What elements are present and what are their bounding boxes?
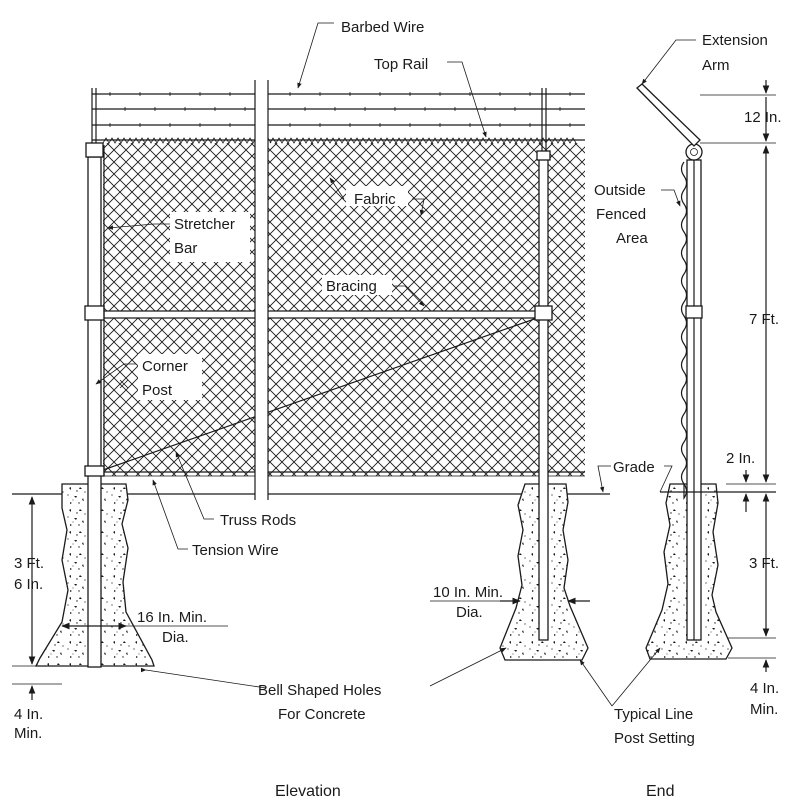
view-title-elevation: Elevation <box>275 783 341 800</box>
label-barbed-wire: Barbed Wire <box>341 19 424 36</box>
label-10in-line1: 10 In. Min. <box>433 584 503 601</box>
label-4in-left-line1: 4 In. <box>14 706 43 723</box>
label-2in: 2 In. <box>726 450 755 467</box>
label-bar: Bar <box>174 240 197 257</box>
label-4in-left-line2: Min. <box>14 725 42 742</box>
label-extension: Extension <box>702 32 768 49</box>
label-bell-line1: Bell Shaped Holes <box>258 682 381 699</box>
label-post: Post <box>142 382 173 399</box>
label-4in-right-line1: 4 In. <box>750 680 779 697</box>
label-grade: Grade <box>613 459 655 476</box>
label-area: Area <box>616 230 648 247</box>
barbed-wire-strands <box>92 92 585 127</box>
label-tension-wire: Tension Wire <box>192 542 279 559</box>
label-16in-line1: 16 In. Min. <box>137 609 207 626</box>
label-16in-line2: Dia. <box>162 629 189 646</box>
label-fenced: Fenced <box>596 206 646 223</box>
label-3ft-line2: 6 In. <box>14 576 43 593</box>
end-view <box>579 39 776 707</box>
label-stretcher: Stretcher <box>174 216 235 233</box>
label-3ft-end: 3 Ft. <box>749 555 779 572</box>
label-typical-line1: Typical Line <box>614 706 693 723</box>
label-top-rail: Top Rail <box>374 56 428 73</box>
fence-fabric <box>103 143 585 476</box>
label-truss-rods: Truss Rods <box>220 512 296 529</box>
labels: Barbed Wire Top Rail Fabric Stretcher Ba… <box>14 19 782 800</box>
line-post <box>538 157 549 641</box>
view-title-end: End <box>646 783 674 800</box>
label-10in-line2: Dia. <box>456 604 483 621</box>
label-arm: Arm <box>702 57 730 74</box>
label-bell-line2: For Concrete <box>278 706 366 723</box>
corner-post <box>87 156 102 668</box>
label-7ft: 7 Ft. <box>749 311 779 328</box>
bracing-rail <box>103 311 543 318</box>
label-outside: Outside <box>594 182 646 199</box>
label-typical-line2: Post Setting <box>614 730 695 747</box>
extension-arm <box>636 83 701 147</box>
fabric-top-knuckles-right <box>269 137 577 144</box>
intermediate-post <box>255 80 268 500</box>
label-4in-right-line2: Min. <box>750 701 778 718</box>
elevation-view <box>12 22 611 700</box>
label-12in: 12 In. <box>744 109 782 126</box>
label-3ft-line1: 3 Ft. <box>14 555 44 572</box>
label-bracing: Bracing <box>326 278 377 295</box>
label-corner: Corner <box>142 358 188 375</box>
label-fabric: Fabric <box>354 191 396 208</box>
fabric-profile <box>680 161 688 500</box>
truss-rod <box>102 315 544 471</box>
